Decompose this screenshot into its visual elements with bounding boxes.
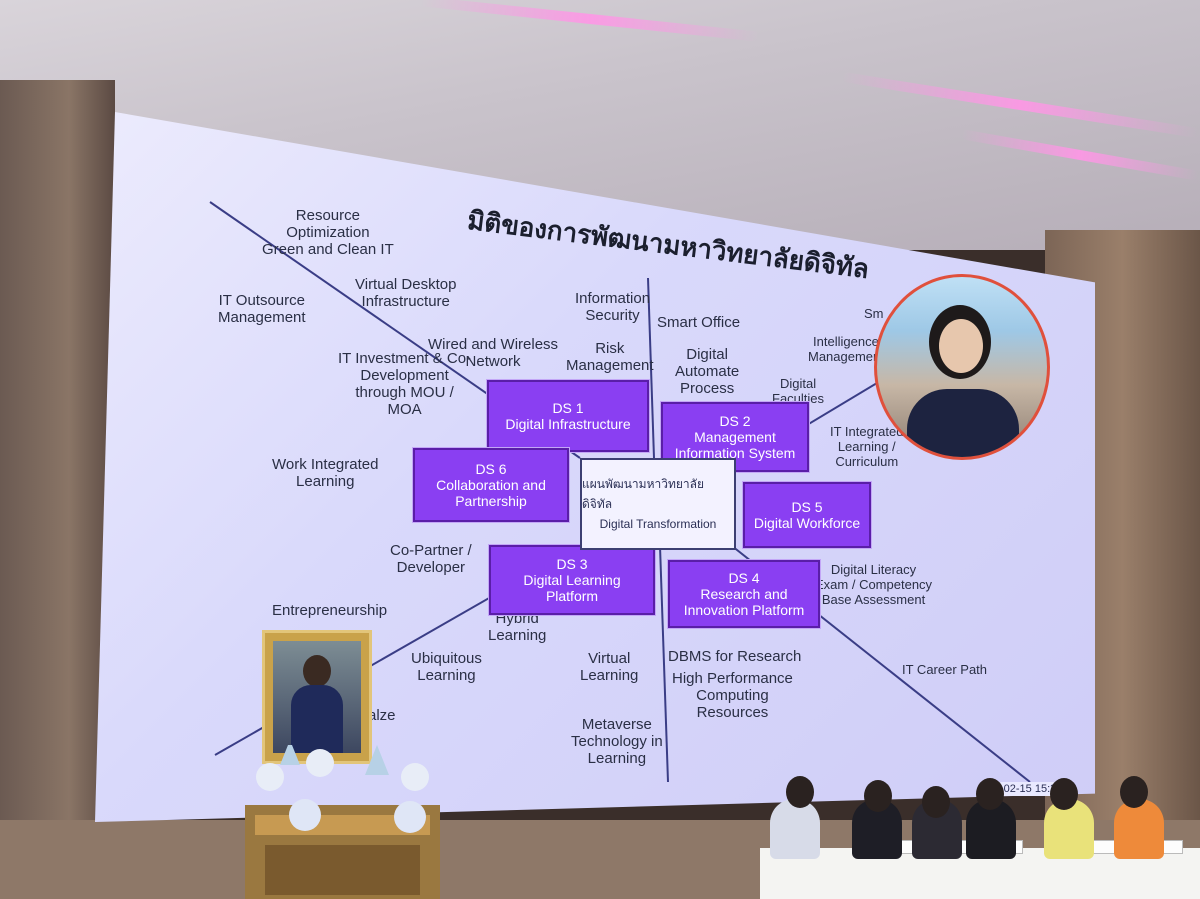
label-resource-optimization: Resource Optimization Green and Clean IT	[262, 207, 394, 258]
ds1-box: DS 1 Digital Infrastructure	[487, 380, 649, 452]
label-metaverse: Metaverse Technology in Learning	[571, 716, 663, 767]
center-thai: แผนพัฒนามหาวิทยาลัยดิจิทัล	[582, 477, 705, 511]
label-ubiquitous: Ubiquitous Learning	[411, 650, 482, 684]
panelist-head	[976, 778, 1004, 810]
label-work-integrated: Work Integrated Learning	[272, 456, 379, 490]
ds6-name: Collaboration and Partnership	[436, 477, 546, 509]
label-alze: alze	[368, 707, 396, 724]
label-digital-literacy: Digital Literacy Exam / Competency Base …	[815, 562, 933, 607]
label-wired-wireless: Wired and Wireless Network	[428, 336, 559, 370]
label-virtual-desktop: Virtual Desktop Infrastructure	[355, 276, 457, 310]
label-entrepreneurship: Entrepreneurship	[272, 602, 388, 619]
ds5-code: DS 5	[791, 499, 823, 515]
royal-portrait	[262, 630, 372, 764]
label-it-integrated: IT Integrated Learning / Curriculum	[830, 424, 904, 469]
panelist	[1114, 799, 1164, 859]
flower-shrine	[245, 745, 440, 899]
ds3-code: DS 3	[556, 556, 588, 572]
panelist	[1044, 799, 1094, 859]
label-dbms: DBMS for Research	[668, 648, 802, 665]
ds3-name: Digital Learning Platform	[523, 572, 621, 604]
left-wall	[0, 80, 115, 899]
panelist-head	[786, 776, 814, 808]
ds2-name: Management Information System	[674, 429, 796, 461]
panelist-head	[922, 786, 950, 818]
label-information-security: Information Security	[575, 290, 651, 324]
panelist-head	[1050, 778, 1078, 810]
panelist-head	[864, 780, 892, 812]
screen-timestamp: -02-15 15:3	[997, 782, 1060, 796]
label-it-outsource: IT Outsource Management	[218, 292, 306, 326]
label-risk-management: Risk Management	[566, 340, 654, 374]
ds6-code: DS 6	[475, 461, 507, 477]
speaker-face	[939, 319, 983, 373]
ds3-box: DS 3 Digital Learning Platform	[489, 545, 655, 615]
ds1-code: DS 1	[552, 400, 584, 416]
label-it-investment: IT Investment & Co- Development through …	[338, 350, 472, 418]
label-sm: Sm	[864, 306, 884, 321]
ds5-box: DS 5 Digital Workforce	[743, 482, 871, 548]
ds6-box: DS 6 Collaboration and Partnership	[413, 448, 569, 522]
panelist-head	[1120, 776, 1148, 808]
label-hpc: High Performance Computing Resources	[672, 670, 793, 721]
speaker-jacket	[907, 389, 1019, 457]
ds4-name: Research and Innovation Platform	[683, 586, 805, 618]
label-it-career-path: IT Career Path	[902, 662, 988, 677]
ds5-name: Digital Workforce	[753, 515, 861, 531]
ds4-box: DS 4 Research and Innovation Platform	[668, 560, 820, 628]
label-hybrid: Hybrid Learning	[488, 610, 547, 644]
label-intelligence-management: Intelligence Management	[808, 334, 884, 364]
label-co-partner: Co-Partner / Developer	[390, 542, 472, 576]
panelist	[770, 799, 820, 859]
center-english: Digital Transformation	[599, 517, 717, 531]
label-virtual-learning: Virtual Learning	[580, 650, 639, 684]
label-digital-automate: Digital Automate Process	[675, 346, 740, 397]
center-box: แผนพัฒนามหาวิทยาลัยดิจิทัล Digital Trans…	[580, 458, 736, 550]
ds1-name: Digital Infrastructure	[505, 416, 631, 432]
ds2-code: DS 2	[719, 413, 751, 429]
ds4-code: DS 4	[728, 570, 760, 586]
label-smart-office: Smart Office	[657, 314, 741, 331]
speaker-video-inset	[874, 274, 1050, 460]
